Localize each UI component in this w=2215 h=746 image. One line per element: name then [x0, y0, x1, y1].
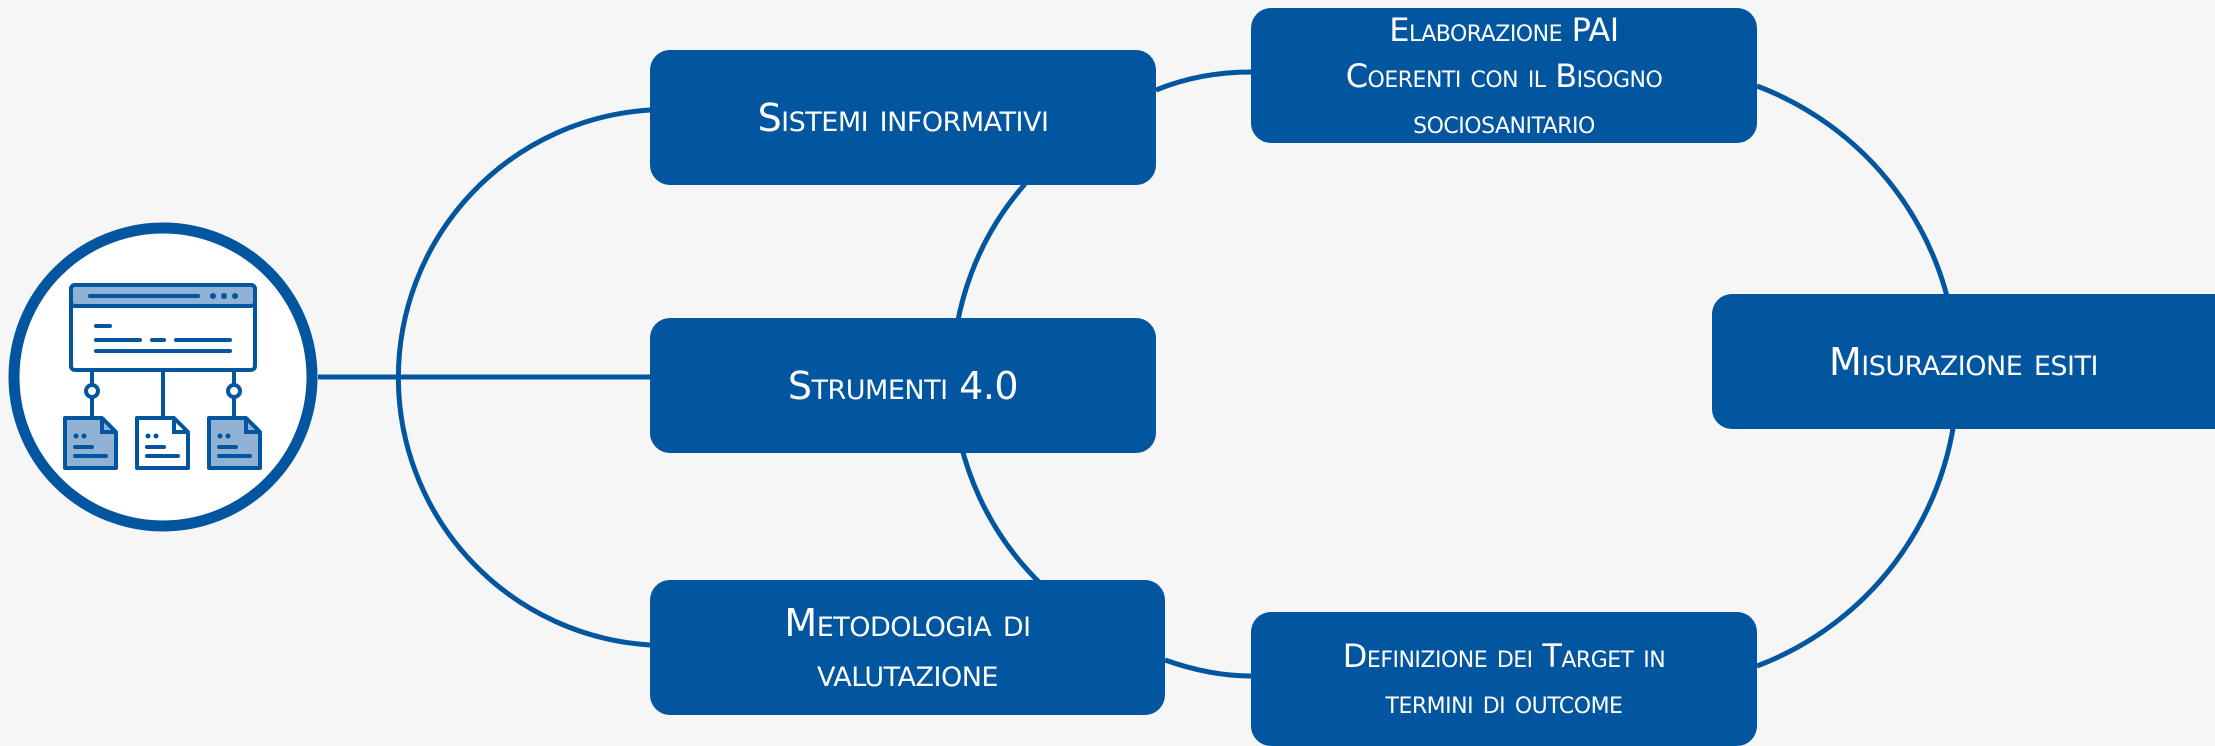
box-metodologia: Metodologia di valutazione: [650, 580, 1165, 715]
box-definizione-line1: Definizione dei Target in: [1342, 637, 1666, 675]
box-metodologia-line1: Metodologia di: [784, 600, 1031, 645]
document-icon-right: [207, 416, 262, 470]
box-elaborazione-line3: sociosanitario: [1413, 102, 1595, 141]
box-definizione-target: Definizione dei Target in termini di out…: [1251, 612, 1757, 746]
box-definizione-line2: termini di outcome: [1385, 683, 1623, 721]
bottom-link: [1164, 657, 1252, 679]
document-icon-left: [63, 416, 118, 470]
box-strumenti: Strumenti 4.0: [650, 318, 1156, 453]
box-metodologia-line2: valutazione: [816, 650, 999, 695]
web-architecture-icon: [8, 222, 318, 532]
box-elaborazione-line1: Elaborazione PAI: [1389, 10, 1619, 49]
box-misurazione-label: Misurazione esiti: [1829, 339, 2098, 384]
browser-window-icon: [69, 283, 257, 372]
box-sistemi-informativi: Sistemi informativi: [650, 50, 1156, 185]
document-icon-center: [135, 416, 190, 470]
box-misurazione-esiti: Misurazione esiti: [1712, 294, 2215, 429]
box-elaborazione-pai: Elaborazione PAI Coerenti con il Bisogno…: [1251, 8, 1757, 143]
top-link: [1155, 69, 1252, 93]
box-strumenti-label: Strumenti 4.0: [787, 363, 1019, 408]
box-sistemi-label: Sistemi informativi: [757, 95, 1049, 140]
box-elaborazione-line2: Coerenti con il Bisogno: [1345, 56, 1663, 95]
